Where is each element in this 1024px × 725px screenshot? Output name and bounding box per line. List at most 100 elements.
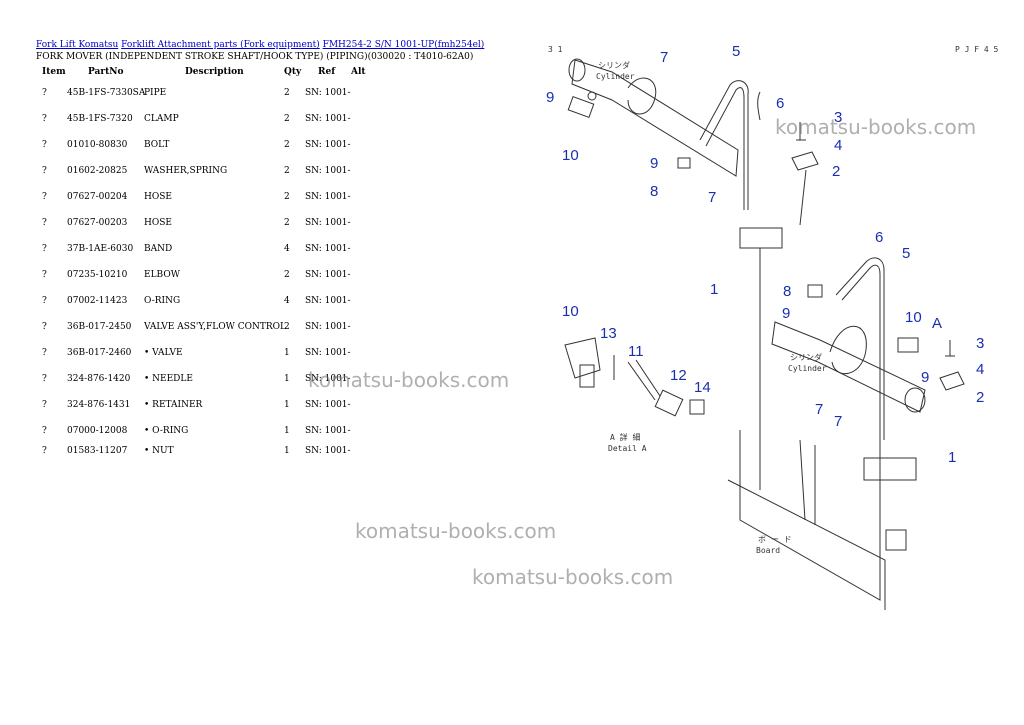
callout-number: 7	[660, 49, 668, 66]
frame-outline	[739, 420, 881, 601]
table-cell-item: ?	[42, 244, 47, 254]
board-label-jp: ボ ー ド	[758, 535, 792, 544]
callout-number: 2	[976, 389, 984, 406]
callout-number: 4	[834, 137, 842, 154]
cylinder-label-jp-upper: シリンダ	[598, 60, 630, 70]
table-cell-item: ?	[42, 270, 47, 280]
table-cell-partno: 324-876-1420	[67, 374, 131, 384]
page-marker-right: P J F 4 5	[955, 45, 999, 54]
callout-number: 3	[976, 335, 984, 352]
detail-nut	[689, 399, 705, 415]
callout-number: 9	[782, 305, 790, 322]
breadcrumb: Fork Lift Komatsu Forklift Attachment pa…	[36, 40, 484, 50]
upper-pipe-b	[705, 87, 745, 210]
callout-number: 3	[834, 109, 842, 126]
table-cell-partno: 36B-017-2450	[67, 322, 132, 332]
table-cell-description: HOSE	[144, 192, 172, 202]
table-cell-description: • O-RING	[144, 426, 189, 436]
table-cell-partno: 36B-017-2460	[67, 348, 132, 358]
col-header-item: Item	[42, 67, 66, 77]
callout-number: 9	[921, 369, 929, 386]
table-cell-qty: 2	[284, 114, 290, 124]
table-cell-partno: 45B-1FS-7320	[67, 114, 133, 124]
callout-number: 6	[875, 229, 883, 246]
table-cell-ref: SN: 1001-	[305, 400, 351, 410]
table-cell-ref: SN: 1001-	[305, 114, 351, 124]
watermark: komatsu-books.com	[472, 565, 674, 589]
callout-number: 7	[708, 189, 716, 206]
table-cell-qty: 2	[284, 140, 290, 150]
lower-bracket	[863, 457, 917, 481]
watermark: komatsu-books.com	[308, 368, 510, 392]
callout-number: 2	[832, 163, 840, 180]
callout-number: 1	[948, 449, 956, 466]
table-cell-ref: SN: 1001-	[305, 374, 351, 384]
table-cell-description: PIPE	[144, 88, 167, 98]
table-cell-description: BAND	[144, 244, 173, 254]
upper-clamp	[791, 151, 819, 171]
callout-number: 12	[670, 367, 687, 384]
lower-flow-valve	[897, 337, 919, 353]
callout-number: 10	[905, 309, 922, 326]
lower-elbow	[807, 284, 823, 298]
table-cell-description: WASHER,SPRING	[144, 166, 228, 176]
detail-retainer	[654, 389, 684, 417]
callout-number: 9	[546, 89, 554, 106]
table-cell-qty: 1	[284, 426, 290, 436]
callout-number: 4	[976, 361, 984, 378]
breadcrumb-link-attachment[interactable]: Forklift Attachment parts (Fork equipmen…	[121, 40, 320, 50]
detail-label-en: Detail A	[608, 444, 647, 453]
table-cell-qty: 4	[284, 244, 290, 254]
table-cell-ref: SN: 1001-	[305, 426, 351, 436]
table-cell-qty: 2	[284, 270, 290, 280]
table-cell-item: ?	[42, 400, 47, 410]
col-header-alt: Alt	[351, 67, 366, 77]
table-cell-qty: 1	[284, 348, 290, 358]
upper-hose	[757, 91, 761, 121]
lower-clamp	[939, 371, 965, 391]
table-cell-item: ?	[42, 322, 47, 332]
detail-needle	[627, 359, 661, 401]
table-cell-qty: 2	[284, 322, 290, 332]
callout-number: A	[932, 315, 942, 332]
detail-valve-stem	[579, 364, 595, 388]
table-cell-partno: 07627-00203	[67, 218, 128, 228]
table-cell-partno: 07002-11423	[67, 296, 128, 306]
table-cell-ref: SN: 1001-	[305, 348, 351, 358]
breadcrumb-link-forklift[interactable]: Fork Lift Komatsu	[36, 40, 119, 50]
callout-number: 10	[562, 303, 579, 320]
table-cell-ref: SN: 1001-	[305, 446, 351, 456]
table-cell-partno: 01010-80830	[67, 140, 128, 150]
table-cell-description: O-RING	[144, 296, 181, 306]
upper-pipe-a	[699, 80, 749, 210]
table-cell-item: ?	[42, 140, 47, 150]
table-cell-ref: SN: 1001-	[305, 166, 351, 176]
table-cell-partno: 37B-1AE-6030	[67, 244, 134, 254]
upper-leader	[799, 169, 807, 226]
callout-number: 6	[776, 95, 784, 112]
table-cell-item: ?	[42, 88, 47, 98]
lower-band	[829, 325, 867, 375]
table-cell-item: ?	[42, 348, 47, 358]
upper-elbow	[677, 157, 691, 169]
callout-number: 10	[562, 147, 579, 164]
cylinder-label-en-lower: Cylinder	[788, 364, 827, 373]
table-cell-item: ?	[42, 426, 47, 436]
callout-number: 13	[600, 325, 617, 342]
table-cell-description: • RETAINER	[144, 400, 203, 410]
table-cell-qty: 1	[284, 446, 290, 456]
table-cell-qty: 1	[284, 374, 290, 384]
table-cell-description: VALVE ASS'Y,FLOW CONTROL	[144, 322, 287, 332]
breadcrumb-link-model[interactable]: FMH254-2 S/N 1001-UP(fmh254el)	[322, 40, 485, 50]
table-cell-item: ?	[42, 166, 47, 176]
table-cell-partno: 45B-1FS-7330SA	[67, 88, 146, 98]
callout-number: 11	[628, 343, 644, 360]
table-cell-description: • NEEDLE	[144, 374, 193, 384]
table-cell-partno: 01583-11207	[67, 446, 128, 456]
table-cell-item: ?	[42, 218, 47, 228]
page-marker-left: 3 1	[548, 45, 563, 54]
callout-number: 7	[834, 413, 842, 430]
table-cell-item: ?	[42, 446, 47, 456]
